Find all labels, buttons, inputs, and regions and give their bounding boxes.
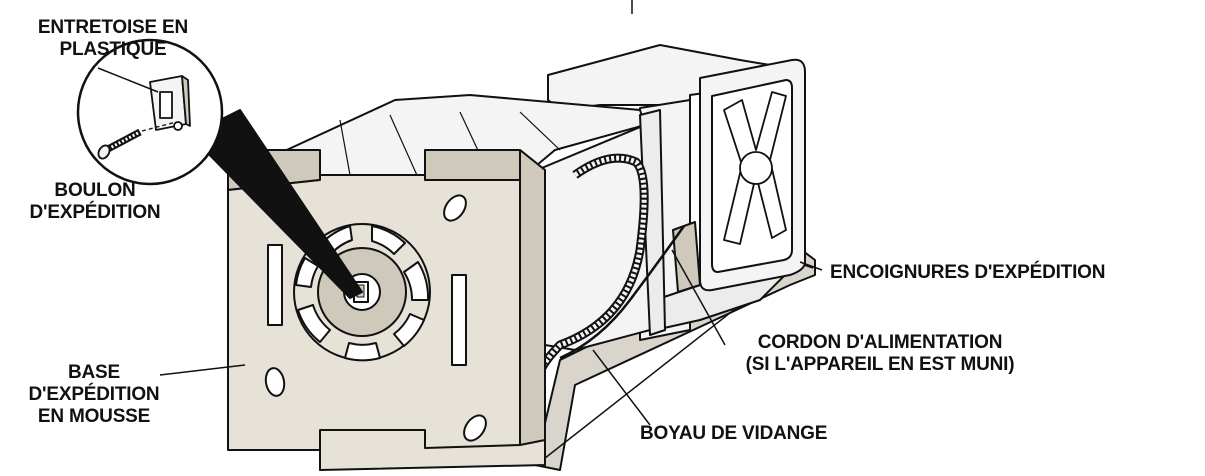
label-power-cord: CORDON D'ALIMENTATION (SI L'APPAREIL EN …	[690, 332, 1070, 376]
label-spacer-line1: ENTRETOISE EN	[37, 17, 189, 38]
leader-drain-hose	[592, 349, 651, 426]
leader-power-cord	[671, 249, 726, 346]
label-bolt-line1: BOULON	[54, 180, 136, 201]
magnifier-circle	[76, 38, 224, 186]
cord-box	[672, 221, 701, 293]
label-base-line1: BASE	[68, 362, 120, 383]
label-base-line2: D'EXPÉDITION	[28, 384, 160, 405]
label-corners-line1: ENCOIGNURES D'EXPÉDITION	[830, 262, 1106, 283]
fan-blade-x	[723, 91, 787, 245]
label-shipping-corners: ENCOIGNURES D'EXPÉDITION	[830, 262, 1200, 284]
label-base-line3: EN MOUSSE	[37, 406, 151, 427]
chassis-side-panel	[639, 109, 666, 336]
leader-spacer	[97, 67, 159, 93]
label-spacer: ENTRETOISE EN PLASTIQUE	[2, 17, 224, 61]
leader-base	[159, 364, 246, 376]
label-drain-hose: BOYAU DE VIDANGE	[640, 423, 940, 445]
bolt-detail	[97, 121, 177, 160]
foam-base-side	[519, 149, 546, 446]
label-drain-hose-line1: BOYAU DE VIDANGE	[640, 423, 828, 444]
label-power-cord-line2: (SI L'APPAREIL EN EST MUNI)	[745, 354, 1015, 375]
label-bolt: BOULON D'EXPÉDITION	[6, 180, 184, 224]
label-power-cord-line1: CORDON D'ALIMENTATION	[757, 332, 1003, 353]
label-bolt-line2: D'EXPÉDITION	[29, 202, 161, 223]
power-cord	[559, 225, 686, 360]
leader-corners	[799, 261, 823, 271]
magnifier-wedge	[189, 109, 363, 299]
spacer-detail	[149, 75, 191, 131]
label-base: BASE D'EXPÉDITION EN MOUSSE	[5, 362, 183, 428]
label-spacer-line2: PLASTIQUE	[59, 39, 167, 60]
